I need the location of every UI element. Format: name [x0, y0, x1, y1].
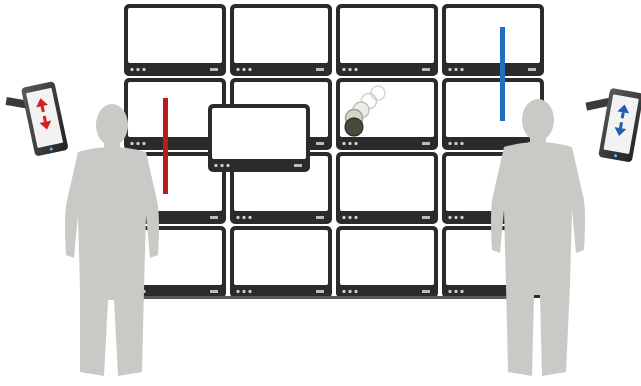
- wall-monitor: [230, 4, 332, 76]
- wall-monitor: [336, 4, 438, 76]
- right-tablet: [585, 88, 641, 163]
- wall-monitor: [230, 226, 332, 298]
- left-tablet: [5, 81, 68, 157]
- ball: [345, 118, 363, 136]
- wall-monitor: [336, 226, 438, 298]
- monitor-wall: [124, 4, 544, 299]
- wall-base: [140, 296, 530, 299]
- wall-monitor: [442, 4, 544, 76]
- floating-monitor: [208, 104, 310, 172]
- wall-monitor: [336, 152, 438, 224]
- left-paddle-bar: [163, 98, 168, 194]
- right-paddle-bar: [500, 27, 505, 121]
- wall-monitor: [124, 4, 226, 76]
